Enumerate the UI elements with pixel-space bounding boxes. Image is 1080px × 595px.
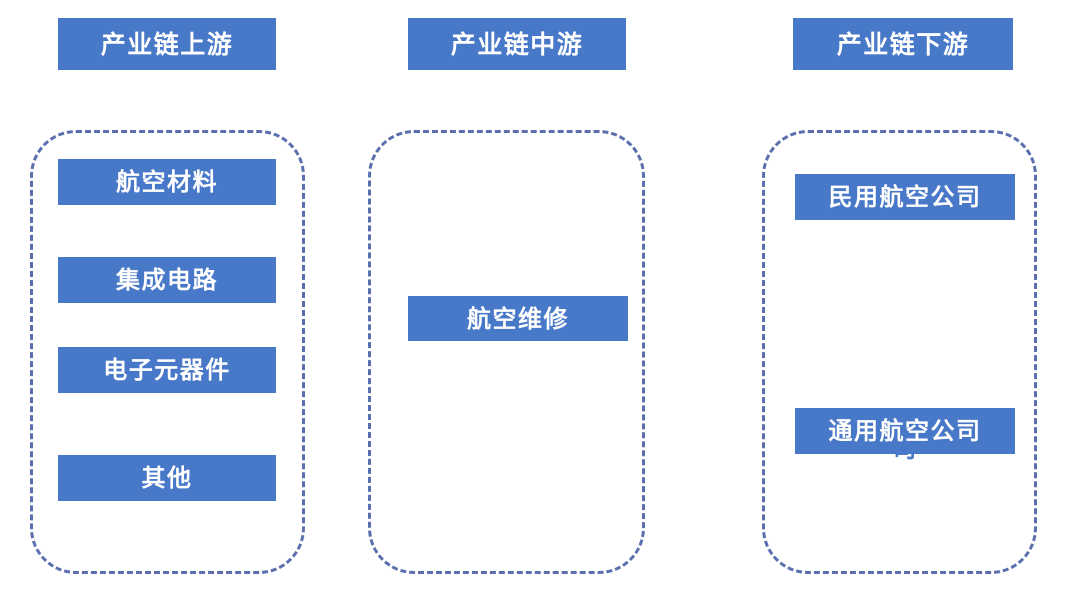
dashed-container-downstream bbox=[762, 130, 1037, 574]
dashed-container-midstream bbox=[368, 130, 645, 574]
chip-midstream-1[interactable]: 航空维修 bbox=[408, 296, 628, 341]
dashed-container-upstream bbox=[30, 130, 305, 574]
chip-upstream-1[interactable]: 航空材料 bbox=[58, 159, 276, 205]
chip-downstream-2-overflow-glyph: 司 bbox=[795, 454, 1015, 461]
column-header-midstream: 产业链中游 bbox=[408, 18, 626, 70]
chip-downstream-1[interactable]: 民用航空公司 bbox=[795, 174, 1015, 220]
column-header-downstream: 产业链下游 bbox=[793, 18, 1013, 70]
column-upstream: 产业链上游 航空材料 集成电路 电子元器件 其他 bbox=[0, 0, 340, 595]
chip-downstream-2-overflow-text: 司 bbox=[795, 454, 1015, 461]
chip-upstream-2[interactable]: 集成电路 bbox=[58, 257, 276, 303]
chip-upstream-3[interactable]: 电子元器件 bbox=[58, 347, 276, 393]
column-downstream: 产业链下游 民用航空公司 通用航空公司 司 bbox=[720, 0, 1080, 595]
chip-upstream-4[interactable]: 其他 bbox=[58, 455, 276, 501]
chip-downstream-2[interactable]: 通用航空公司 bbox=[795, 408, 1015, 454]
column-midstream: 产业链中游 航空维修 bbox=[340, 0, 680, 595]
column-header-upstream: 产业链上游 bbox=[58, 18, 276, 70]
